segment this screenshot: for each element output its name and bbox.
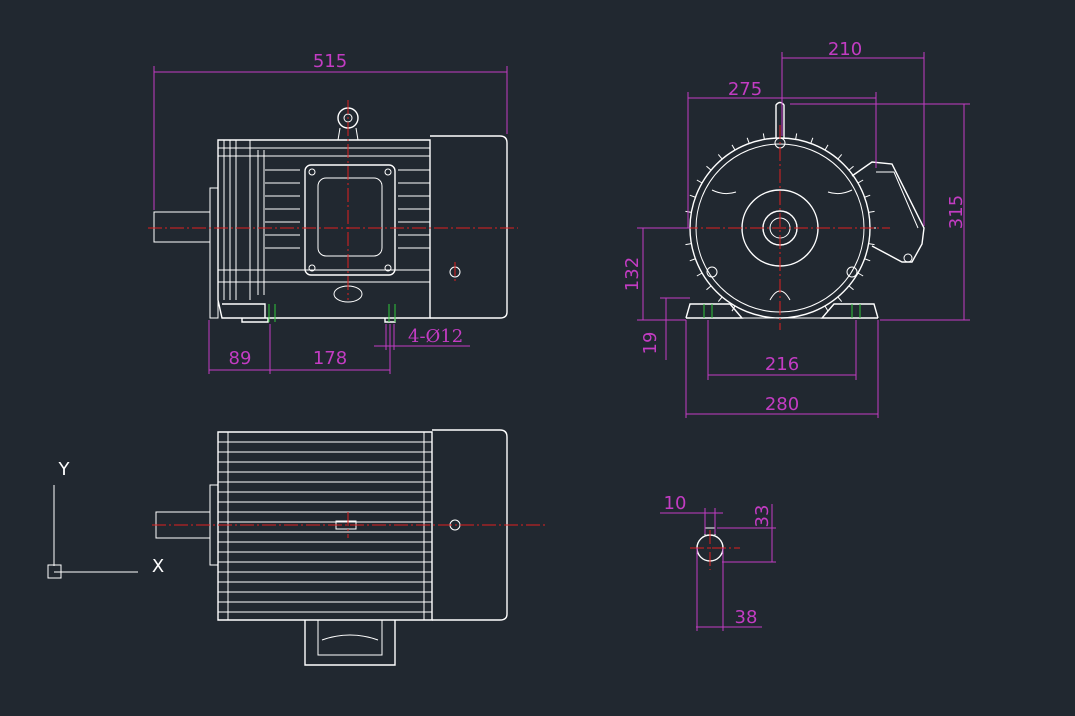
dim-hole-spacing: 178 [313, 348, 347, 369]
fin-tooth [857, 272, 864, 277]
fin-tooth [837, 296, 843, 302]
dim-base-width: 280 [765, 394, 799, 415]
dim-shaft-diameter: 38 [735, 607, 758, 628]
front-cooling-fins [218, 140, 430, 300]
fin-tooth [795, 133, 798, 140]
fin-tooth [868, 210, 875, 213]
ucs-y-label: Y [58, 459, 71, 480]
fin-tooth [685, 243, 692, 246]
fin-tooth [824, 144, 829, 151]
fin-tooth [864, 258, 871, 262]
fin-tooth [731, 144, 736, 151]
fin-tooth [810, 137, 814, 144]
front-shaft [153, 211, 211, 243]
front-terminal-box [304, 164, 396, 276]
end-foot-right [820, 303, 879, 319]
fin-tooth [762, 133, 765, 140]
front-body-outline [217, 139, 431, 319]
fin-tooth [717, 154, 723, 160]
dim-key-width: 10 [664, 493, 687, 514]
front-fan-cover [430, 135, 508, 319]
end-dimensions: 210 275 315 132 19 216 280 [622, 39, 970, 418]
fin-tooth [868, 243, 875, 246]
end-view [640, 101, 925, 330]
fin-tooth [689, 194, 696, 198]
dim-foot-thickness: 19 [640, 332, 661, 355]
front-dimensions: 515 89 178 4-Ø12 [153, 51, 508, 374]
fin-tooth [837, 154, 843, 160]
front-terminal-box-lid [317, 177, 383, 257]
fin-tooth [689, 258, 696, 262]
fin-tooth [824, 305, 829, 312]
top-cooling-fins [218, 441, 432, 613]
end-terminal-box [851, 161, 925, 263]
fin-tooth [696, 272, 703, 277]
fin-tooth [848, 285, 854, 291]
front-end-flange [209, 187, 219, 319]
dim-frame-width: 275 [728, 79, 762, 100]
fin-tooth [706, 165, 712, 171]
front-foot-left [222, 303, 269, 323]
end-lifting-eye [775, 101, 785, 138]
shaft-dimensions: 10 33 38 [660, 493, 776, 631]
top-terminal-box [304, 620, 396, 666]
fin-tooth [717, 296, 723, 302]
fin-tooth [848, 165, 854, 171]
dim-hole-callout: 4-Ø12 [408, 326, 463, 347]
dim-width-tbox: 210 [828, 39, 862, 60]
dim-center-height: 132 [622, 257, 643, 291]
dim-key-height: 33 [752, 505, 773, 528]
front-view [148, 100, 518, 323]
dim-overall-height: 315 [946, 195, 967, 229]
top-view [152, 429, 545, 666]
ucs-icon: Y X [47, 459, 164, 579]
dim-shaft-to-hole: 89 [229, 348, 252, 369]
fin-tooth [706, 285, 712, 291]
dim-overall-length: 515 [313, 51, 347, 72]
fin-tooth [864, 194, 871, 198]
fin-tooth [857, 179, 864, 184]
ucs-x-label: X [152, 556, 164, 577]
fin-tooth [746, 137, 750, 144]
end-foot-left [685, 303, 744, 319]
dim-foot-hole-spacing: 216 [765, 354, 799, 375]
fin-tooth [696, 179, 703, 184]
